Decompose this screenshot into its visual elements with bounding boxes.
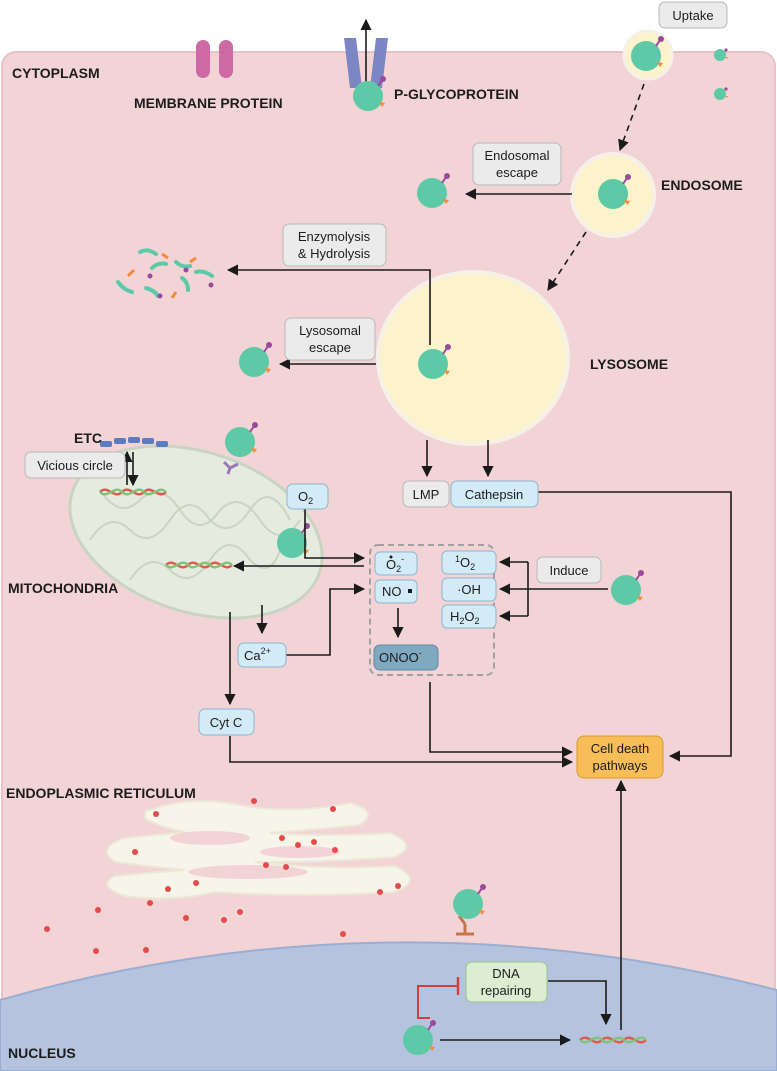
- endosome-to-lysosome-arrow: [547, 231, 587, 291]
- svg-text:Uptake: Uptake: [672, 8, 713, 23]
- p-glycoprotein-label: P-GLYCOPROTEIN: [394, 86, 519, 102]
- svg-text:NO: NO: [382, 584, 402, 599]
- mitochondrion: [68, 444, 324, 620]
- uptake-to-endosome-arrow: [618, 83, 645, 152]
- svg-text:ONOO-: ONOO-: [379, 648, 422, 665]
- cathepsin-box: Cathepsin: [450, 480, 539, 508]
- h2o2-box: H2O2: [441, 604, 497, 629]
- lmp-box: LMP: [402, 480, 450, 508]
- no-radical-box: NO: [374, 579, 418, 604]
- lysosome: [376, 270, 570, 446]
- svg-text:Ca2+: Ca2+: [244, 646, 271, 663]
- nucleus-label: NUCLEUS: [8, 1045, 76, 1061]
- enzymolysis-box: Enzymolysis & Hydrolysis: [282, 223, 387, 267]
- p-glycoprotein-icon: [344, 18, 388, 112]
- cathepsin-to-death-arrow: [538, 491, 732, 762]
- svg-text:H2O2: H2O2: [450, 609, 480, 626]
- svg-text:O2: O2: [298, 489, 313, 506]
- repair-to-dna-arrow: [548, 980, 612, 1026]
- mitochondria-label: MITOCHONDRIA: [8, 580, 118, 596]
- etc-icon: [100, 437, 168, 447]
- superoxide-box: O2-: [374, 551, 418, 576]
- svg-text:escape: escape: [309, 340, 351, 355]
- ribosome-icon: [44, 798, 401, 954]
- svg-text:·OH: ·OH: [457, 582, 481, 597]
- uptake-box: Uptake: [658, 1, 728, 29]
- endosome: [570, 152, 656, 238]
- calcium-box: Ca2+: [237, 642, 287, 668]
- induce-box: Induce: [536, 556, 602, 584]
- fragments-cluster: [116, 248, 214, 299]
- dna-repairing-box: DNA repairing: [465, 961, 548, 1003]
- svg-text:Enzymolysis: Enzymolysis: [298, 229, 371, 244]
- svg-text:escape: escape: [496, 165, 538, 180]
- svg-text:DNA: DNA: [492, 966, 520, 981]
- dna-repair-inhibition: [417, 985, 458, 1019]
- endosomal-escape-box: Endosomal escape: [472, 142, 562, 186]
- svg-text:Cathepsin: Cathepsin: [465, 487, 524, 502]
- o2-box: O2: [286, 483, 329, 510]
- svg-text:Cyt C: Cyt C: [210, 715, 243, 730]
- ros-to-death-arrow: [429, 682, 574, 758]
- cytoplasm-label: CYTOPLASM: [12, 65, 100, 81]
- svg-text:Endosomal: Endosomal: [484, 148, 549, 163]
- hydroxyl-box: ·OH: [441, 577, 497, 602]
- lysosomal-escape-box: Lysosomal escape: [284, 317, 376, 361]
- svg-text:repairing: repairing: [481, 983, 532, 998]
- er-label: ENDOPLASMIC RETICULUM: [6, 785, 196, 801]
- svg-text:O2-: O2-: [386, 554, 404, 574]
- er-receptor-nanoparticle: [452, 883, 487, 936]
- svg-text:Induce: Induce: [549, 563, 588, 578]
- svg-text:& Hydrolysis: & Hydrolysis: [298, 246, 371, 261]
- svg-text:LMP: LMP: [413, 487, 440, 502]
- enzymolysis-arrow: [226, 264, 431, 345]
- cyt-c-box: Cyt C: [198, 708, 255, 736]
- lysosome-label: LYSOSOME: [590, 356, 668, 372]
- membrane-protein-label: MEMBRANE PROTEIN: [134, 95, 283, 111]
- singlet-oxygen-box: 1O2: [441, 550, 497, 575]
- ros-box: [369, 544, 495, 676]
- membrane-protein-icon: [196, 40, 233, 78]
- peroxynitrite-box: ONOO-: [373, 644, 439, 671]
- o2-to-ros-arrow: [304, 509, 366, 564]
- mito-receptor-nanoparticle: [222, 421, 259, 475]
- svg-text:Cell death: Cell death: [591, 741, 650, 756]
- cell-death-box: Cell death pathways: [576, 735, 664, 779]
- uptake-vesicle: [622, 29, 674, 81]
- svg-text:Vicious circle: Vicious circle: [37, 458, 113, 473]
- endoplasmic-reticulum: [106, 800, 411, 900]
- svg-text:1O2: 1O2: [455, 554, 475, 572]
- cytc-to-death-arrow: [229, 736, 574, 768]
- etc-label: ETC: [74, 430, 102, 446]
- endosome-label: ENDOSOME: [661, 177, 743, 193]
- svg-text:pathways: pathways: [593, 758, 648, 773]
- ca-to-ros-arrow: [286, 583, 366, 656]
- vicious-circle-box: Vicious circle: [24, 451, 126, 479]
- svg-text:Lysosomal: Lysosomal: [299, 323, 361, 338]
